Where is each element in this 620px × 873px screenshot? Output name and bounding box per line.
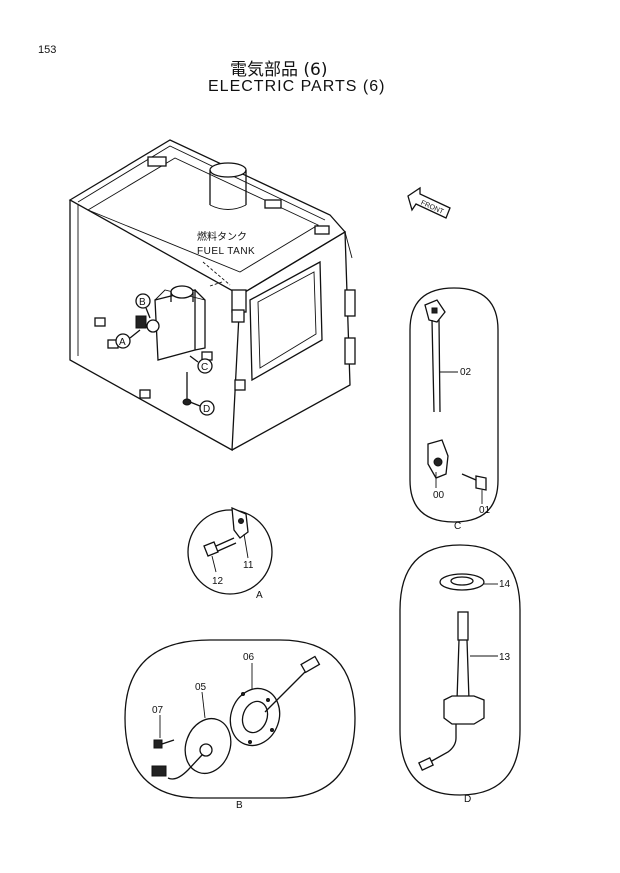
part-number-12: 12 [212, 576, 224, 587]
part-number-07: 07 [152, 705, 164, 716]
fuel-tank-label-japanese: 燃料タンク [197, 230, 247, 243]
clamp-part [427, 439, 449, 488]
part-number-14: 14 [499, 579, 511, 590]
page-title-japanese: 電気部品 (6) [230, 60, 328, 80]
gasket-part [229, 663, 281, 747]
level-sensor-part [418, 611, 498, 772]
part-number-05: 05 [195, 682, 207, 693]
float-arm-part [264, 655, 321, 713]
part-number-06: 06 [243, 652, 255, 663]
svg-text:B: B [139, 297, 146, 308]
detail-b-outline [124, 639, 356, 799]
bolt-part [461, 473, 487, 504]
seal-ring-part [439, 573, 498, 591]
svg-text:D: D [203, 404, 210, 415]
bolt-a-part [203, 537, 237, 573]
detail-c-label: C [454, 521, 461, 532]
callout-C: C [189, 355, 213, 374]
bracket-part [231, 506, 249, 559]
svg-text:C: C [201, 362, 208, 373]
callout-A: A [115, 329, 141, 349]
svg-text:A: A [119, 337, 126, 348]
screw-b-part [153, 715, 175, 749]
callout-B: B [135, 293, 151, 319]
part-number-11: 11 [243, 560, 254, 571]
part-number-01: 01 [479, 505, 491, 516]
page-number: 153 [38, 44, 57, 56]
page-title-english: ELECTRIC PARTS (6) [208, 78, 386, 95]
detail-a-label: A [256, 590, 263, 601]
detail-d-label: D [464, 794, 471, 805]
detail-d-outline [399, 544, 521, 796]
fuel-tank-drawing [68, 139, 356, 452]
cable-tie-part [424, 299, 458, 413]
front-arrow-icon: FRONT [407, 186, 451, 219]
detail-a-outline [187, 509, 273, 595]
callout-D: D [189, 400, 215, 416]
part-number-13: 13 [499, 652, 511, 663]
part-number-02: 02 [460, 367, 472, 378]
part-number-00: 00 [433, 490, 445, 501]
detail-b-label: B [236, 800, 243, 811]
fuel-tank-label-english: FUEL TANK [197, 246, 255, 257]
sender-unit-part [151, 691, 232, 780]
detail-c-outline [409, 287, 499, 523]
